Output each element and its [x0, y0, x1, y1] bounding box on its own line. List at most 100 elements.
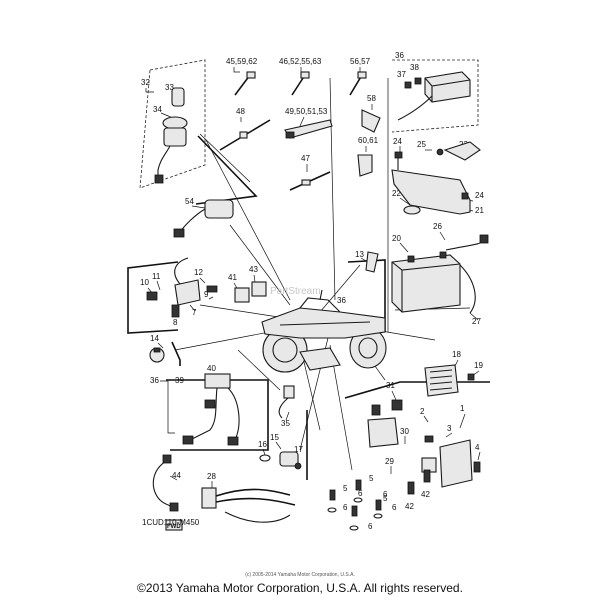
- label-5-c: 5: [383, 494, 388, 503]
- label-35: 35: [281, 419, 290, 428]
- starter-relay-54: [173, 199, 234, 238]
- label-19: 19: [474, 361, 483, 370]
- label-27: 27: [472, 317, 481, 326]
- label-47: 47: [301, 154, 310, 163]
- label-30: 30: [400, 427, 409, 436]
- label-13: 13: [355, 250, 364, 259]
- label-37: 37: [397, 70, 406, 79]
- label-7: 7: [192, 308, 197, 317]
- label-18: 18: [452, 350, 461, 359]
- label-38: 38: [410, 63, 419, 72]
- starter-relay-group: [367, 399, 403, 448]
- label-56-57: 56,57: [350, 57, 371, 66]
- bolt-icon: [355, 479, 362, 491]
- label-33: 33: [165, 83, 174, 92]
- diode-icon: [407, 481, 415, 495]
- label-2: 2: [420, 407, 425, 416]
- label-11: 11: [152, 272, 161, 281]
- label-25: 25: [417, 140, 426, 149]
- main-switch: [154, 87, 188, 184]
- ecu-frame: [391, 59, 479, 133]
- cdi-frame: [171, 341, 181, 366]
- plug-cap-icon: [365, 251, 379, 273]
- plug-cap: [365, 251, 379, 273]
- label-36-center: 36: [337, 296, 346, 305]
- fuse-box-icon: [201, 487, 217, 509]
- label-48: 48: [236, 107, 245, 116]
- label-29: 29: [385, 457, 394, 466]
- label-24-right: 24: [475, 191, 484, 200]
- fuse-lead-28: FWD: [165, 487, 296, 531]
- right-frame: [347, 259, 386, 332]
- washer-icon: [373, 513, 383, 519]
- label-54: 54: [185, 197, 194, 206]
- label-36-top: 36: [395, 51, 404, 60]
- key-switch-frame: [139, 59, 206, 189]
- label-6-e: 6: [368, 522, 373, 531]
- label-20: 20: [392, 234, 401, 243]
- label-4: 4: [475, 443, 480, 452]
- label-5-a: 5: [343, 484, 348, 493]
- ecu-box: [397, 71, 471, 121]
- fuse-holder-icon: [357, 154, 373, 177]
- label-42-a: 42: [405, 502, 414, 511]
- label-58: 58: [367, 94, 376, 103]
- cdi-14: [149, 347, 165, 363]
- ignition-coil-icon: [174, 279, 201, 306]
- washer-icon: [353, 497, 363, 503]
- label-6-b: 6: [383, 490, 388, 499]
- label-9: 9: [204, 290, 209, 299]
- rectifier-regulator: [424, 364, 475, 397]
- damper-icon: [403, 205, 421, 215]
- fwd-marker: [165, 519, 183, 531]
- lock-nut-icon: [162, 116, 188, 130]
- label-12: 12: [194, 268, 203, 277]
- label-3: 3: [447, 424, 452, 433]
- starter-relay-icon: [367, 417, 399, 448]
- washer-icon: [349, 525, 359, 531]
- label-44: 44: [172, 471, 181, 480]
- label-45-59-62: 45,59,62: [226, 57, 258, 66]
- label-5-b: 5: [369, 474, 374, 483]
- label-21: 21: [475, 206, 484, 215]
- label-43: 43: [249, 265, 258, 274]
- battery-band-icon: [391, 169, 471, 215]
- rectifier-icon: [424, 364, 459, 397]
- atv-outline: [261, 289, 387, 373]
- label-17: 17: [294, 445, 303, 454]
- label-34: 34: [153, 105, 162, 114]
- ecu-icon: [424, 71, 471, 103]
- label-6-c: 6: [343, 503, 348, 512]
- label-10: 10: [140, 278, 149, 287]
- label-6-a: 6: [358, 489, 363, 498]
- label-24-top: 24: [393, 137, 402, 146]
- speed-sensor-icon: [283, 385, 295, 399]
- label-6-d: 6: [392, 503, 397, 512]
- switch-body-icon: [163, 127, 187, 147]
- label-28: 28: [207, 472, 216, 481]
- connector-40-icon: [204, 373, 231, 389]
- battery-bracket: [391, 141, 481, 215]
- label-41: 41: [228, 273, 237, 282]
- relay-1-icon: [439, 439, 473, 488]
- diode-icon: [423, 469, 431, 483]
- bolt-icon: [351, 505, 358, 517]
- watermark: PartStream: [270, 286, 321, 297]
- label-46-52-55-63: 46,52,55,63: [279, 57, 322, 66]
- battery: [391, 234, 489, 314]
- key-icon: [171, 87, 185, 107]
- label-36-left: 36: [150, 376, 159, 385]
- label-32: 32: [141, 78, 150, 87]
- label-40: 40: [207, 364, 216, 373]
- solenoid-icon: [279, 451, 299, 467]
- copyright-footer: ©2013 Yamaha Motor Corporation, U.S.A. A…: [137, 581, 463, 595]
- fwd-label: FWD: [167, 524, 181, 530]
- lead-harness: [182, 373, 240, 446]
- relay-frame: [344, 381, 490, 399]
- bolts-washers: [327, 469, 431, 531]
- label-26: 26: [433, 222, 442, 231]
- diagram-code: 1CUD110-M450: [142, 518, 200, 527]
- small-copyright: (c) 2005-2014 Yamaha Motor Corporation, …: [245, 572, 355, 578]
- coil-frame: [127, 261, 179, 334]
